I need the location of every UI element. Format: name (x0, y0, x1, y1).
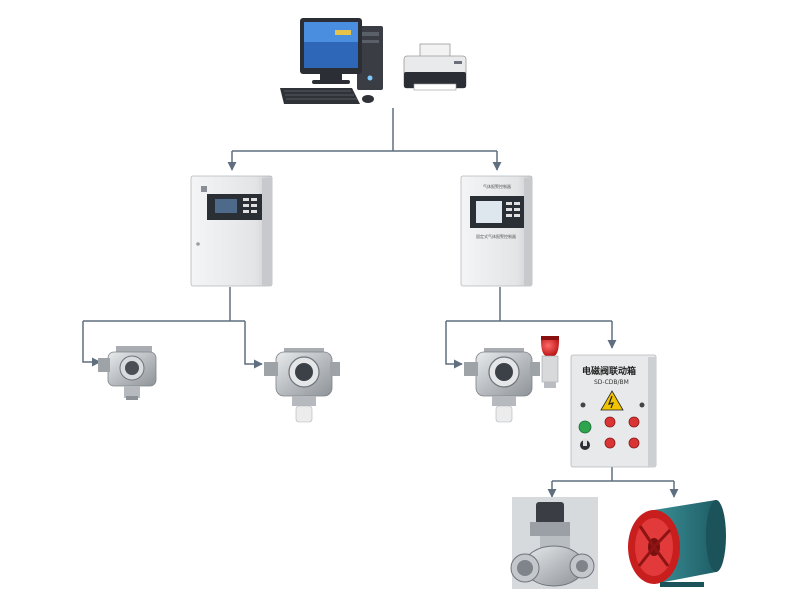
start-button (578, 420, 592, 434)
indicator-lamp (604, 437, 616, 449)
solenoid-linkage-box: 电磁阀联动箱 SD-CDB/BM (570, 354, 657, 468)
gas-detector-1 (98, 346, 157, 400)
printer-icon (403, 43, 467, 91)
alarm-lamp-icon (541, 336, 559, 388)
solenoid-valve-icon (510, 497, 598, 589)
indicator-lamp (628, 416, 640, 428)
line-to-detector-1 (82, 321, 101, 367)
gas-detector-2 (264, 348, 340, 423)
gas-detector-3 (464, 348, 540, 423)
gas-controller-left (190, 175, 273, 287)
line-to-detector-3 (445, 321, 463, 369)
indicator-lamp (628, 437, 640, 449)
controller-panel-title: 气体报警控制器 (483, 183, 511, 189)
exhaust-fan-icon (628, 500, 726, 587)
line-to-detector-2 (244, 321, 263, 369)
warning-icon (600, 390, 624, 411)
desktop-computer-icon (280, 18, 383, 104)
controller-panel-subtitle: 固定式气体报警控制器 (476, 233, 516, 239)
indicator-lamp (604, 416, 616, 428)
linkage-box-model: SD-CDB/BM (594, 379, 629, 386)
connector-lines (82, 108, 679, 498)
gas-controller-right: 气体报警控制器 固定式气体报警控制器 (460, 175, 533, 287)
linkage-box-title: 电磁阀联动箱 (582, 365, 636, 377)
